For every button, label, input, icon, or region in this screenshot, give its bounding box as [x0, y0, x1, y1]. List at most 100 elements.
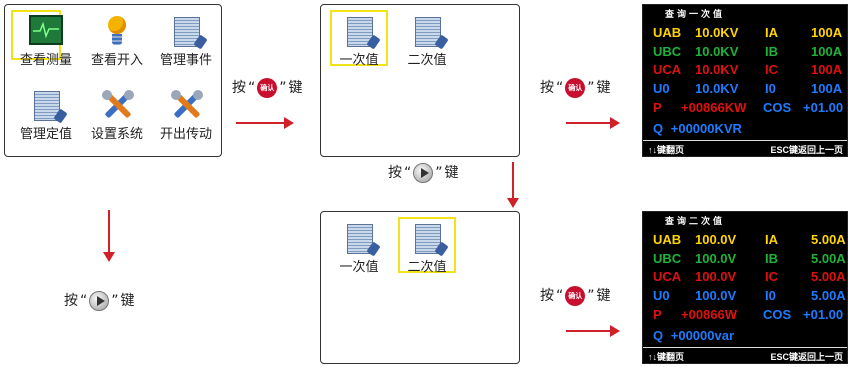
measure-value: 10.0KV [695, 62, 739, 77]
quote: “ [80, 293, 88, 309]
cos-value: +01.00 [803, 100, 844, 115]
lcd-row-q: Q +00000KVR [653, 121, 742, 136]
q-label: Q [653, 328, 664, 343]
p-label: P [653, 100, 662, 115]
arrow-down [103, 210, 115, 262]
quote: ” [111, 293, 119, 309]
measure-name: U0 [653, 80, 670, 96]
menu-item-label: 开出传动 [159, 127, 212, 142]
submenu-item-primary[interactable]: 一次值 [329, 15, 389, 68]
selection-highlight [330, 10, 388, 66]
measure-name: UCA [653, 269, 682, 284]
measure-value: 100.0V [695, 269, 737, 284]
lightbulb-icon [99, 15, 135, 47]
current-value: 5.00A [811, 232, 846, 247]
document-icon [409, 222, 445, 254]
menu-item-manage-settings[interactable]: 管理定值 [11, 89, 81, 142]
menu-item-label: 查看开入 [90, 53, 143, 68]
current-value: 100A [811, 62, 843, 77]
q-value: +00000var [670, 328, 735, 343]
lcd-title: 查询一次值 [665, 9, 726, 19]
p-value: +00866KW [681, 100, 747, 115]
measure-name: U0 [653, 287, 670, 303]
submenu-item-secondary[interactable]: 二次值 [397, 222, 457, 275]
confirm-key-icon: 确认 [257, 78, 278, 98]
measure-value: 100.0V [695, 287, 737, 303]
key-text: 键 [288, 80, 303, 96]
q-value: +00000KVR [670, 121, 742, 136]
footer-esc-hint: ESC键返回上一页 [770, 352, 843, 362]
submenu-panel-primary: 一次值 二次值 [320, 4, 520, 157]
press-text: 按 [388, 165, 402, 181]
press-text: 按 [540, 288, 554, 304]
menu-item-system-setup[interactable]: 设置系统 [82, 89, 152, 142]
current-name: IA [765, 232, 778, 247]
lcd-row-p: P +00866KW COS +01.00 [653, 100, 843, 115]
lcd-title: 查询二次值 [665, 216, 726, 226]
measure-value: 10.0KV [695, 43, 739, 59]
menu-item-manage-events[interactable]: 管理事件 [151, 15, 221, 68]
lcd-row-q: Q +00000var [653, 328, 734, 343]
current-name: I0 [765, 80, 776, 96]
key-text: 键 [596, 288, 611, 304]
footer-esc-hint: ESC键返回上一页 [770, 145, 843, 155]
quote: “ [556, 288, 564, 304]
current-name: I0 [765, 287, 776, 303]
measure-value: 10.0KV [695, 80, 739, 96]
main-menu-panel: 查看测量 查看开入 管理事件 管理定值 设置系统 [4, 4, 222, 157]
monitor-icon [28, 15, 64, 47]
lcd-row-p: P +00866W COS +01.00 [653, 307, 843, 322]
document-icon [409, 15, 445, 47]
press-text: 按 [64, 293, 78, 309]
arrow-right [566, 117, 620, 129]
step-caption-confirm-1: 按“确认”键 [232, 77, 303, 98]
measure-value: 100.0V [695, 250, 737, 266]
measure-name: UBC [653, 250, 682, 266]
submenu-item-label: 一次值 [339, 53, 379, 68]
cos-label: COS [763, 100, 792, 115]
document-icon [341, 15, 377, 47]
submenu-item-secondary[interactable]: 二次值 [397, 15, 457, 68]
menu-item-view-input[interactable]: 查看开入 [82, 15, 152, 68]
lcd-footer: ↑↓键翻页 ESC键返回上一页 [643, 347, 847, 363]
step-caption-confirm-2: 按“确认”键 [540, 77, 611, 98]
cos-label: COS [763, 307, 792, 322]
tools-icon [99, 89, 135, 121]
quote: ” [587, 288, 595, 304]
selection-highlight [398, 217, 456, 273]
menu-item-label: 查看测量 [19, 53, 72, 68]
document-icon [341, 222, 377, 254]
measure-value: 100.0V [695, 232, 737, 247]
footer-page-hint: ↑↓键翻页 [648, 145, 685, 155]
submenu-item-primary[interactable]: 一次值 [329, 222, 389, 275]
quote: “ [248, 80, 256, 96]
measure-value: 10.0KV [695, 25, 739, 40]
arrow-down [507, 162, 519, 208]
current-value: 5.00A [811, 269, 846, 284]
measure-name: UCA [653, 62, 682, 77]
menu-item-view-measure[interactable]: 查看测量 [11, 15, 81, 68]
current-value: 100A [811, 25, 843, 40]
quote: ” [279, 80, 287, 96]
key-text: 键 [444, 165, 459, 181]
cos-value: +01.00 [803, 307, 844, 322]
quote: “ [404, 165, 412, 181]
menu-item-label: 管理事件 [159, 53, 212, 68]
quote: ” [435, 165, 443, 181]
current-name: IC [765, 269, 778, 284]
lcd-footer: ↑↓键翻页 ESC键返回上一页 [643, 140, 847, 156]
press-text: 按 [232, 80, 246, 96]
key-text: 键 [120, 293, 135, 309]
measure-name: UAB [653, 232, 682, 247]
document-icon [28, 89, 64, 121]
submenu-panel-secondary: 一次值 二次值 [320, 211, 520, 364]
current-value: 5.00A [811, 250, 846, 266]
menu-item-output-test[interactable]: 开出传动 [151, 89, 221, 142]
current-value: 100A [811, 43, 843, 59]
submenu-item-label: 二次值 [407, 53, 447, 68]
q-label: Q [653, 121, 664, 136]
right-arrow-key-icon [89, 291, 110, 311]
current-name: IC [765, 62, 778, 77]
